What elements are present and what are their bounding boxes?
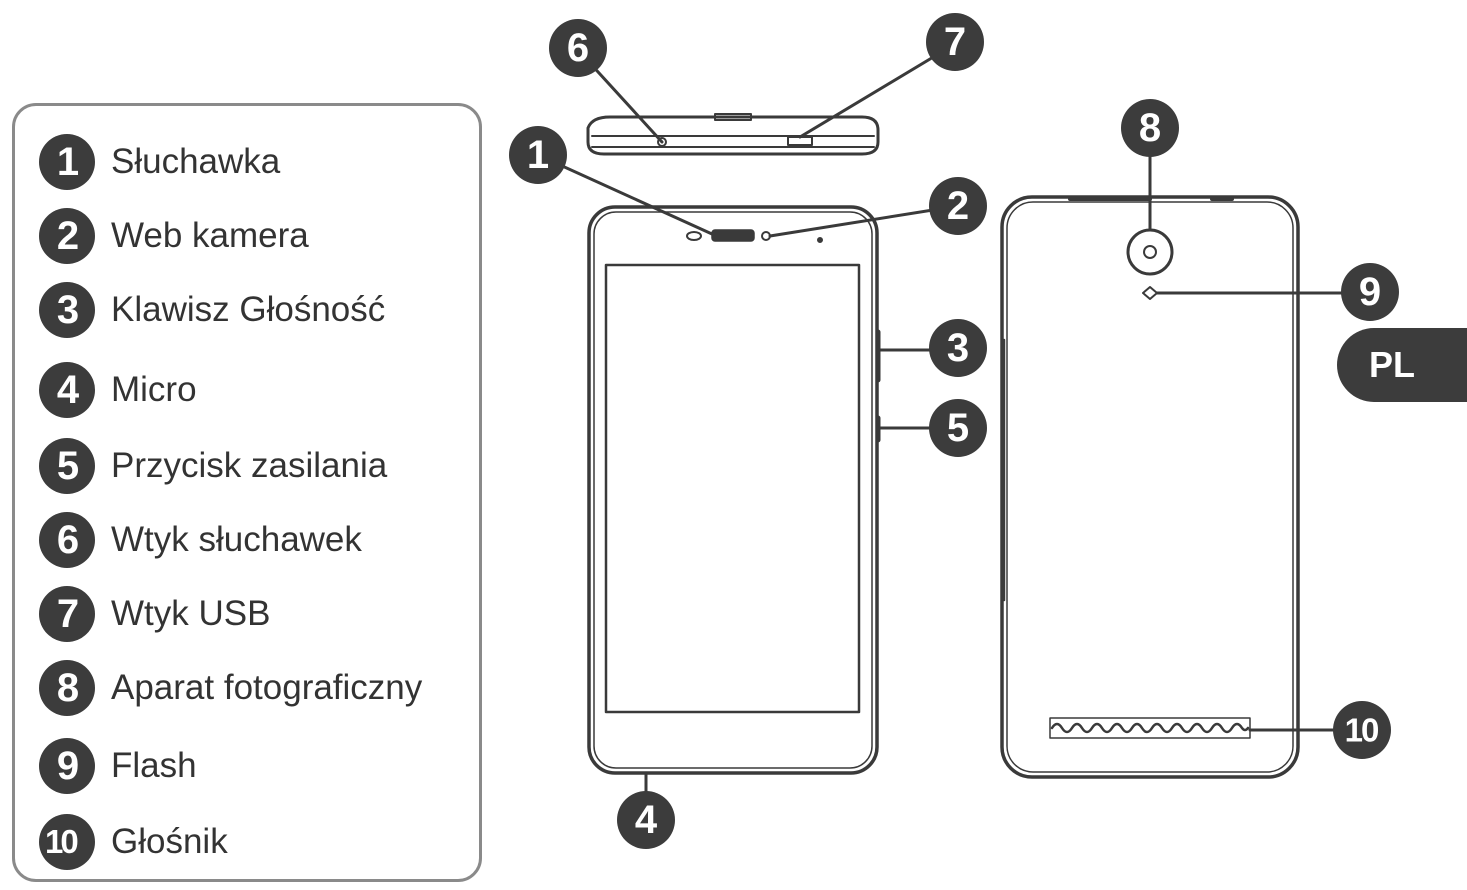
legend-label: Słuchawka: [111, 142, 281, 181]
legend-label: Przycisk zasilania: [111, 446, 388, 485]
legend-item-5: 5 Przycisk zasilania: [39, 438, 387, 494]
legend-box: 1 Słuchawka 2 Web kamera 3 Klawisz Głośn…: [12, 103, 482, 882]
language-tab-label: PL: [1369, 344, 1416, 385]
legend-label: Wtyk słuchawek: [111, 520, 362, 559]
callout-8: 8: [1121, 99, 1179, 157]
callout-6: 6: [549, 19, 607, 77]
legend-item-4: 4 Micro: [39, 362, 197, 418]
number-badge: 6: [39, 512, 95, 568]
legend-item-1: 1 Słuchawka: [39, 134, 280, 190]
number-badge: 9: [39, 738, 95, 794]
callout-5: 5: [929, 399, 987, 457]
callout-2: 2: [929, 177, 987, 235]
number-badge: 8: [39, 660, 95, 716]
callout-10: 10: [1333, 701, 1391, 759]
callout-number: 6: [567, 26, 589, 70]
callout-number: 10: [1345, 712, 1378, 749]
legend-label: Flash: [111, 746, 197, 785]
callout-number: 4: [635, 798, 658, 842]
phone-front-view: [587, 205, 881, 775]
legend-label: Micro: [111, 370, 197, 409]
callout-number: 7: [944, 20, 966, 64]
phone-top-view: [586, 113, 880, 156]
number-badge: 2: [39, 208, 95, 264]
callout-number: 5: [947, 406, 969, 450]
number-badge: 5: [39, 438, 95, 494]
callout-number: 3: [947, 326, 969, 370]
legend-item-10: 10 Głośnik: [39, 814, 228, 870]
number-badge: 7: [39, 586, 95, 642]
callout-1: 1: [509, 126, 567, 184]
callout-9: 9: [1341, 263, 1399, 321]
number-badge: 1: [39, 134, 95, 190]
phone-back-view: [1000, 195, 1300, 779]
number-badge: 10: [39, 814, 95, 870]
callout-number: 2: [947, 184, 969, 228]
legend-item-8: 8 Aparat fotograficzny: [39, 660, 422, 716]
legend-label: Głośnik: [111, 822, 228, 861]
number-badge: 4: [39, 362, 95, 418]
language-tab: PL: [1337, 328, 1467, 402]
legend-label: Web kamera: [111, 216, 309, 255]
legend-item-3: 3 Klawisz Głośność: [39, 282, 385, 338]
legend-item-7: 7 Wtyk USB: [39, 586, 270, 642]
callout-7: 7: [926, 13, 984, 71]
legend-label: Klawisz Głośność: [111, 290, 386, 329]
callout-number: 9: [1359, 270, 1381, 314]
callout-3: 3: [929, 319, 987, 377]
legend-label: Aparat fotograficzny: [111, 668, 423, 707]
callout-4: 4: [617, 791, 675, 849]
callout-number: 1: [527, 133, 549, 177]
legend-item-9: 9 Flash: [39, 738, 197, 794]
callout-number: 8: [1139, 106, 1161, 150]
legend-item-2: 2 Web kamera: [39, 208, 309, 264]
legend-label: Wtyk USB: [111, 594, 271, 633]
number-badge: 3: [39, 282, 95, 338]
legend-item-6: 6 Wtyk słuchawek: [39, 512, 362, 568]
